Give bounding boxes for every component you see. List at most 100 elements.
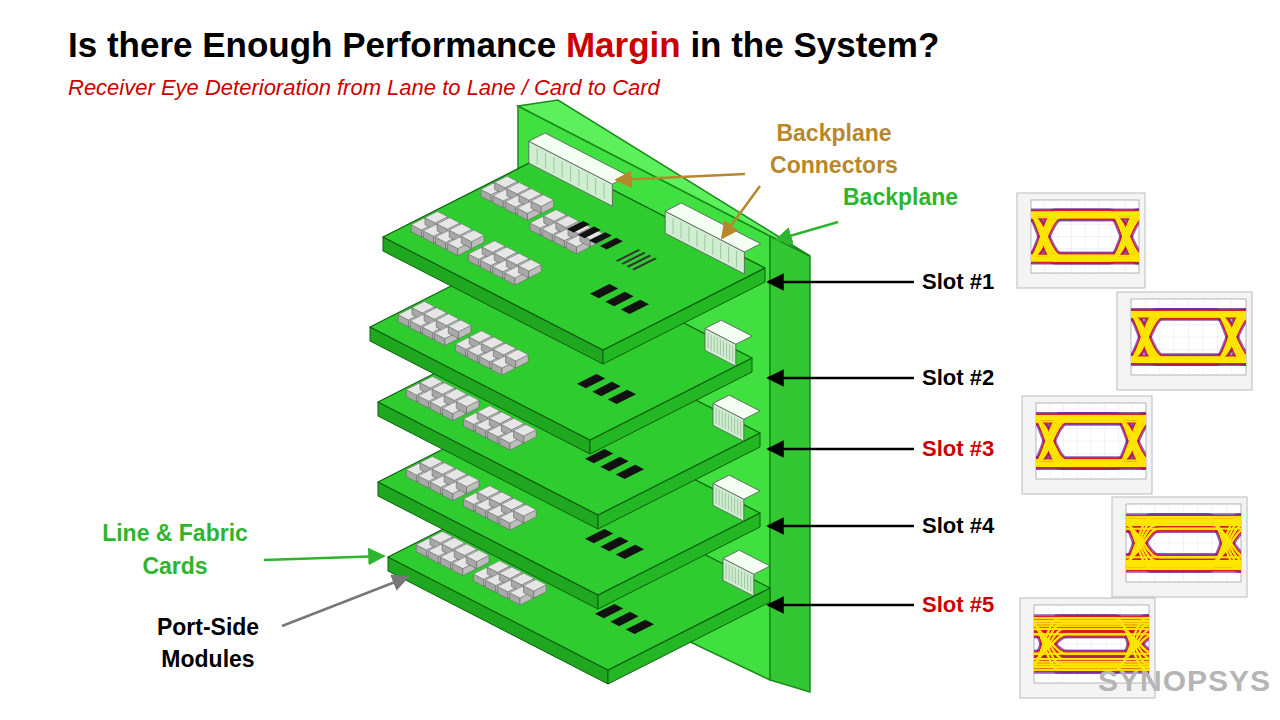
eye-trace: [1131, 310, 1246, 315]
connector-rib: [562, 161, 563, 177]
eye-trace: [1131, 360, 1246, 362]
label-slot: SYNOPSYS: [1098, 664, 1268, 698]
chip: [577, 374, 605, 388]
connector-rib: [722, 411, 723, 427]
connector-rib: [737, 499, 738, 515]
eye-trace: [1126, 517, 1241, 568]
connector-rib: [740, 501, 741, 517]
eye-trace: [1034, 618, 1149, 669]
grid-line: [1036, 415, 1146, 416]
plot-frame: [1017, 193, 1145, 288]
port-module: [531, 195, 554, 207]
title-word: Performance: [342, 25, 566, 64]
eye-trace: [1036, 418, 1146, 420]
title-slot: Is there Enough Performance Margin in th…: [68, 24, 1268, 66]
eye-trace: [1031, 212, 1139, 260]
slot-label: Slot #5: [922, 591, 1032, 619]
eye-trace: [1126, 517, 1241, 522]
chip: [616, 465, 644, 479]
connector-rib: [747, 574, 748, 590]
eye-trace: [1031, 214, 1139, 259]
eye-trace: [1031, 217, 1139, 256]
eye-trace: [1036, 420, 1146, 463]
title-word: Is: [68, 25, 107, 64]
eye-trace: [1126, 529, 1241, 556]
eye-trace: [1034, 618, 1149, 669]
eye-trace: [1036, 420, 1146, 463]
eye-trace: [1131, 358, 1246, 363]
leader-line: [768, 377, 914, 380]
eye-trace: [1036, 414, 1146, 419]
eye-trace: [1031, 212, 1139, 260]
slot-label: Slot #2: [922, 364, 1032, 392]
eye-trace: [1131, 312, 1246, 362]
subtitle: Receiver Eye Deterioration from Lane to …: [68, 75, 968, 101]
leader-line: [768, 448, 914, 451]
connector-rib: [545, 153, 546, 169]
eye-trace: [1031, 257, 1139, 259]
eye-trace: [1031, 214, 1139, 259]
connector-rib: [740, 421, 741, 437]
connector-rib: [728, 247, 729, 263]
eye-trace: [1131, 310, 1246, 315]
eye-trace: [1031, 213, 1139, 215]
eye-trace: [1126, 517, 1241, 568]
eye-diagram: [1112, 497, 1247, 597]
eye-trace: [1131, 311, 1246, 313]
eye-trace: [1126, 525, 1241, 561]
eye-trace: [1131, 315, 1246, 359]
grid-line: [1034, 618, 1149, 619]
chip: [616, 249, 641, 262]
eye-trace: [1034, 620, 1149, 622]
chip: [608, 390, 636, 404]
eye-trace: [1126, 517, 1241, 568]
connector-rib: [587, 174, 588, 190]
chip: [600, 537, 628, 551]
eye-trace: [1034, 629, 1149, 659]
eye-trace: [1131, 313, 1246, 360]
eye-trace: [1031, 212, 1139, 214]
port-module: [448, 320, 471, 332]
eye-trace: [1034, 629, 1149, 659]
connector-rib: [712, 239, 713, 255]
eye-trace: [1131, 316, 1246, 357]
connector-rib: [553, 157, 554, 173]
part-label: Backplane: [843, 183, 983, 211]
connector-rib: [744, 572, 745, 588]
connector-rib: [729, 344, 730, 360]
eye-trace: [1034, 661, 1149, 663]
eye-trace: [1036, 464, 1146, 466]
eye-trace: [1034, 629, 1149, 659]
eye-trace: [1131, 312, 1246, 362]
label-slot: Backplane Connectors: [746, 117, 922, 181]
eye-trace: [1034, 624, 1149, 665]
slot-label: Slot #1: [922, 268, 1032, 296]
leader-line: [722, 186, 760, 238]
eye-trace: [1031, 214, 1139, 259]
eye-trace: [1131, 315, 1246, 359]
connector-rib: [731, 416, 732, 432]
port-module: [514, 504, 537, 516]
backplane-connector: [705, 320, 752, 344]
chip: [627, 255, 652, 268]
backplane-edge: [770, 236, 810, 692]
label-slot: Port-Side Modules: [136, 611, 280, 675]
eye-trace: [1034, 618, 1149, 669]
eye-trace: [1031, 216, 1139, 258]
connector-rib: [734, 417, 735, 433]
eye-trace: [1126, 518, 1241, 520]
eye-trace: [1034, 618, 1149, 669]
eye-trace: [1031, 259, 1139, 261]
connector-rib: [720, 339, 721, 355]
eye-trace: [1131, 315, 1246, 359]
connector-rib: [722, 491, 723, 507]
eye-trace: [1034, 634, 1149, 652]
eye-trace: [1126, 517, 1241, 568]
eye-trace: [1126, 525, 1241, 561]
eye-trace: [1036, 418, 1146, 464]
rack-illustration: [370, 100, 810, 692]
eye-trace: [1034, 624, 1149, 665]
watermark: SYNOPSYS: [1098, 664, 1268, 698]
eye-trace: [1031, 212, 1139, 260]
